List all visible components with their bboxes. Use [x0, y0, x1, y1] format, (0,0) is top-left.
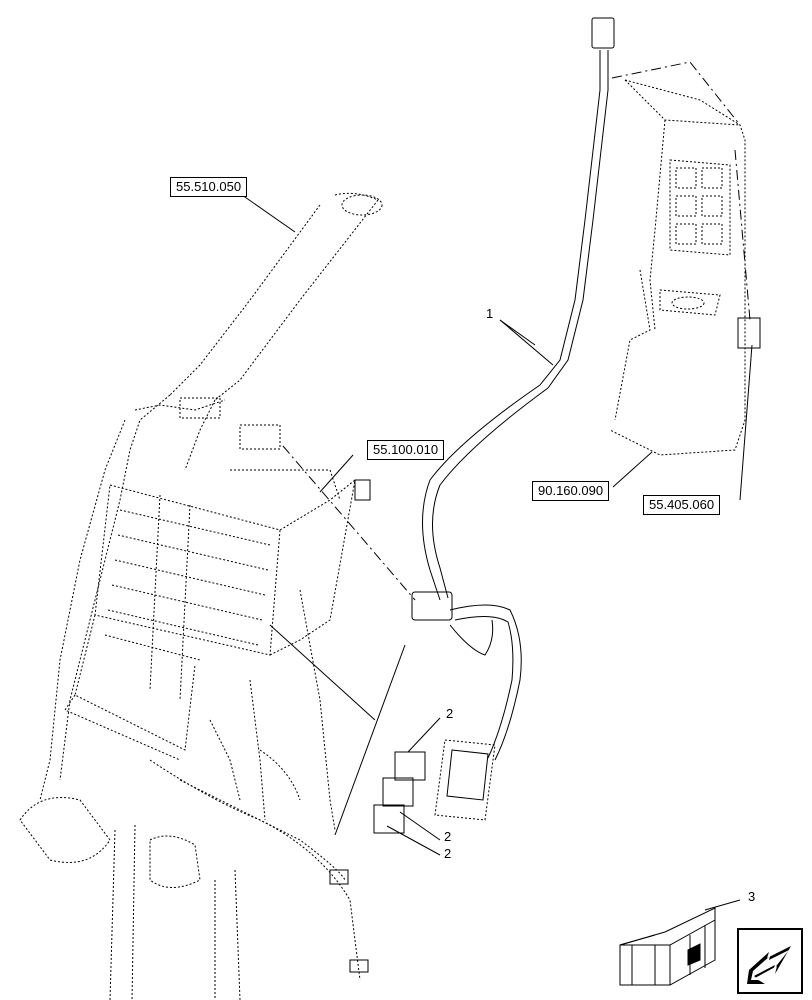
harness-mid-connector — [411, 591, 453, 621]
callout-item-2-middle: 2 — [444, 829, 452, 844]
callout-item-1: 1 — [486, 306, 494, 321]
callout-item-2-bottom: 2 — [444, 846, 452, 861]
relay-2 — [382, 777, 414, 807]
relay-sockets — [434, 739, 496, 821]
callout-item-3: 3 — [748, 889, 756, 904]
reference-label-55-100-010[interactable]: 55.100.010 — [367, 440, 445, 460]
cab-frame — [19, 192, 383, 1000]
reference-label-55-510-050[interactable]: 55.510.050 — [170, 177, 248, 197]
side-console — [609, 79, 746, 456]
callout-item-2-top: 2 — [446, 706, 454, 721]
cab-connectors — [179, 397, 371, 973]
reference-label-90-160-090[interactable]: 90.160.090 — [532, 481, 610, 501]
navigation-button[interactable] — [737, 928, 803, 994]
callout-leaders — [231, 187, 753, 911]
relay-1 — [394, 751, 426, 781]
kit-box — [619, 907, 716, 986]
reference-label-55-405-060[interactable]: 55.405.060 — [643, 495, 721, 515]
relay-group — [373, 739, 496, 834]
relay-3 — [373, 804, 405, 834]
console-connector — [737, 317, 761, 349]
harness-assembly — [411, 17, 615, 761]
leader-lines — [282, 61, 751, 601]
arrow-left-down-icon — [747, 946, 791, 984]
harness-top-connector — [591, 17, 615, 49]
